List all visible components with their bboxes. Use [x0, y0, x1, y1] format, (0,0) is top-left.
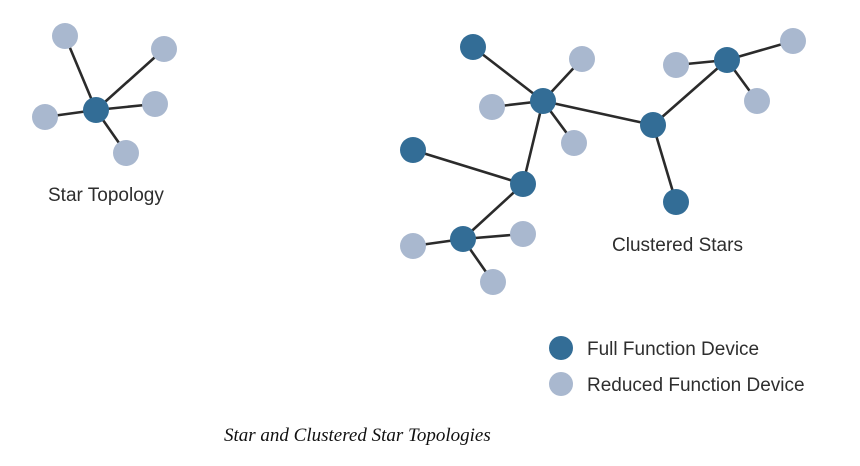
full-function-node [714, 47, 740, 73]
reduced-function-node [400, 233, 426, 259]
legend-full-function-swatch [549, 336, 573, 360]
reduced-function-node [151, 36, 177, 62]
legend-reduced-function-label: Reduced Function Device [587, 375, 805, 396]
legend: Full Function Device Reduced Function De… [549, 336, 805, 396]
reduced-function-node [510, 221, 536, 247]
reduced-function-node [32, 104, 58, 130]
legend-full-function-label: Full Function Device [587, 339, 759, 360]
full-function-node [663, 189, 689, 215]
full-function-node [640, 112, 666, 138]
edge [651, 58, 729, 127]
full-function-node [83, 97, 109, 123]
reduced-function-node [479, 94, 505, 120]
edge [94, 47, 166, 112]
reduced-function-node [142, 91, 168, 117]
figure-caption: Star and Clustered Star Topologies [224, 425, 491, 446]
star-topology-label: Star Topology [48, 185, 164, 206]
edge [63, 34, 98, 112]
reduced-function-node [663, 52, 689, 78]
reduced-function-node [113, 140, 139, 166]
clustered-stars-label: Clustered Stars [612, 235, 743, 256]
edge [471, 45, 545, 103]
full-function-node [400, 137, 426, 163]
reduced-function-node [780, 28, 806, 54]
full-function-node [460, 34, 486, 60]
reduced-function-node [480, 269, 506, 295]
reduced-function-node [744, 88, 770, 114]
star-topology-nodes [32, 23, 177, 166]
edge [411, 148, 525, 186]
full-function-node [530, 88, 556, 114]
edge [461, 182, 525, 241]
edge [521, 99, 545, 186]
reduced-function-node [52, 23, 78, 49]
clustered-stars-nodes [400, 28, 806, 295]
legend-reduced-function-swatch [549, 372, 573, 396]
full-function-node [510, 171, 536, 197]
full-function-node [450, 226, 476, 252]
edge [651, 123, 678, 204]
edge [541, 99, 655, 127]
reduced-function-node [561, 130, 587, 156]
reduced-function-node [569, 46, 595, 72]
